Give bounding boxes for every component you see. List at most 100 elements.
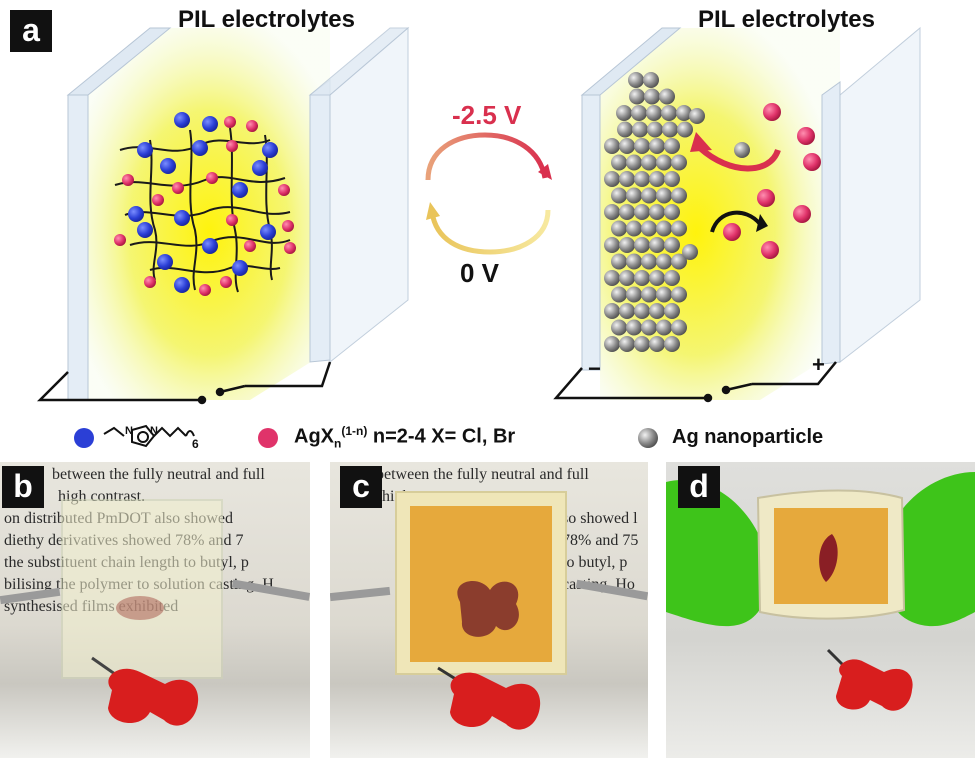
silver-nanoparticle <box>656 253 672 270</box>
silver-nanoparticle <box>656 187 672 204</box>
voltage-cycle <box>425 132 552 255</box>
silver-nanoparticle <box>604 336 620 352</box>
silver-nanoparticle <box>626 154 642 171</box>
right-cell <box>553 26 921 403</box>
silver-nanoparticle <box>632 121 648 138</box>
silver-nanoparticle <box>649 303 665 319</box>
panel-d-photo: d <box>666 462 975 758</box>
silver-nanoparticle <box>664 138 680 154</box>
silver-nanoparticle <box>611 154 627 171</box>
silver-nanoparticle <box>671 220 687 237</box>
silver-nanoparticle <box>611 286 627 303</box>
silver-nanoparticle <box>646 105 662 121</box>
silver-deposit <box>604 72 693 352</box>
silver-nanoparticle <box>664 237 680 253</box>
silver-nanoparticle <box>641 319 657 336</box>
silver-nanoparticle <box>631 105 647 121</box>
silver-nanoparticle <box>641 286 657 303</box>
reduction-arrow-black <box>710 210 762 233</box>
legend-anion-marker <box>258 428 278 448</box>
forward-arrow <box>425 132 548 181</box>
panel-c-line: to butyl, p <box>562 554 628 571</box>
right-plate-right <box>839 26 921 364</box>
reverse-arrow <box>429 209 551 255</box>
left-circuit <box>36 361 332 405</box>
silver-nanoparticle <box>611 253 627 270</box>
pin-image-dark <box>457 580 519 637</box>
silver-nanoparticle <box>656 319 672 336</box>
silver-nanoparticle <box>664 336 680 352</box>
silver-nanoparticle <box>628 72 644 88</box>
silver-nanoparticle <box>649 270 665 286</box>
pil-cations <box>128 112 278 293</box>
right-cell-title: PIL electrolytes <box>698 6 875 33</box>
structure-n-left: N <box>125 425 133 437</box>
push-pin <box>836 659 913 711</box>
silver-nanoparticle <box>634 270 650 286</box>
silver-nanoparticle <box>619 336 635 352</box>
silver-nanoparticle <box>619 270 635 286</box>
silver-nanoparticle <box>619 138 635 154</box>
silver-nanoparticle <box>671 253 687 270</box>
legend-silver-salt-formula: AgX <box>294 425 334 448</box>
silver-nanoparticle <box>634 204 650 220</box>
panel-b-photo: between the fully neutral and full high … <box>0 462 310 758</box>
silver-nanoparticle <box>611 220 627 237</box>
panel-d-label: d <box>678 466 720 508</box>
silver-nanoparticle <box>656 154 672 171</box>
silver-nanoparticle <box>649 171 665 187</box>
silver-nanoparticle <box>661 105 677 121</box>
positive-terminal: + <box>812 352 825 377</box>
silver-nanoparticle <box>656 286 672 303</box>
push-pin <box>450 672 541 730</box>
silver-nanoparticle <box>616 105 632 121</box>
silver-nanoparticle <box>611 187 627 204</box>
silver-nanoparticle <box>664 303 680 319</box>
legend-silver-salt-sub: n <box>334 436 342 451</box>
silver-nanoparticle <box>619 204 635 220</box>
voltage-applied: -2.5 V <box>452 100 522 130</box>
silver-nanoparticle <box>649 204 665 220</box>
green-glove-right <box>883 472 975 627</box>
panel-d-scene <box>666 472 975 711</box>
imidazolium-structure-icon <box>103 424 195 448</box>
silver-salt-anions-left <box>114 116 296 296</box>
panel-c-label: c <box>340 466 382 508</box>
panel-b-line: between the fully neutral and full <box>52 466 265 483</box>
silver-nanoparticle <box>649 138 665 154</box>
right-side-plate <box>821 81 841 365</box>
silver-nanoparticle <box>664 171 680 187</box>
silver-nanoparticle <box>626 319 642 336</box>
right-back-plate <box>580 27 682 96</box>
silver-nanoparticle <box>671 154 687 171</box>
legend-silver-salt: AgXn(1-n) n=2-4 X= Cl, Br <box>294 424 515 451</box>
silver-nanoparticle <box>677 121 693 138</box>
silver-nanoparticle <box>634 237 650 253</box>
left-side-plate <box>309 79 331 363</box>
silver-nanoparticle <box>641 154 657 171</box>
silver-nanoparticle <box>604 138 620 154</box>
silver-nanoparticle <box>676 105 692 121</box>
silver-nanoparticle <box>671 286 687 303</box>
silver-nanoparticle <box>604 171 620 187</box>
silver-nanoparticle <box>671 319 687 336</box>
legend-symbols: N N 6 <box>74 424 658 451</box>
free-silver-particles <box>682 108 750 260</box>
silver-nanoparticle <box>649 336 665 352</box>
silver-nanoparticle <box>604 204 620 220</box>
silver-nanoparticle <box>664 204 680 220</box>
negative-terminal: − <box>588 356 601 381</box>
silver-nanoparticle <box>619 237 635 253</box>
legend-silver-marker <box>638 428 658 448</box>
silver-nanoparticle <box>643 72 659 88</box>
panel-c-scene <box>330 491 648 730</box>
legend-silver-salt-detail: n=2-4 X= Cl, Br <box>367 425 516 448</box>
silver-nanoparticle <box>671 187 687 204</box>
legend-silver-nanoparticle: Ag nanoparticle <box>672 426 824 448</box>
silver-nanoparticle <box>619 171 635 187</box>
silver-nanoparticle <box>659 88 675 105</box>
structure-chain-length: 6 <box>192 437 199 451</box>
silver-nanoparticle <box>617 121 633 138</box>
silver-nanoparticle <box>626 253 642 270</box>
silver-nanoparticle <box>634 138 650 154</box>
